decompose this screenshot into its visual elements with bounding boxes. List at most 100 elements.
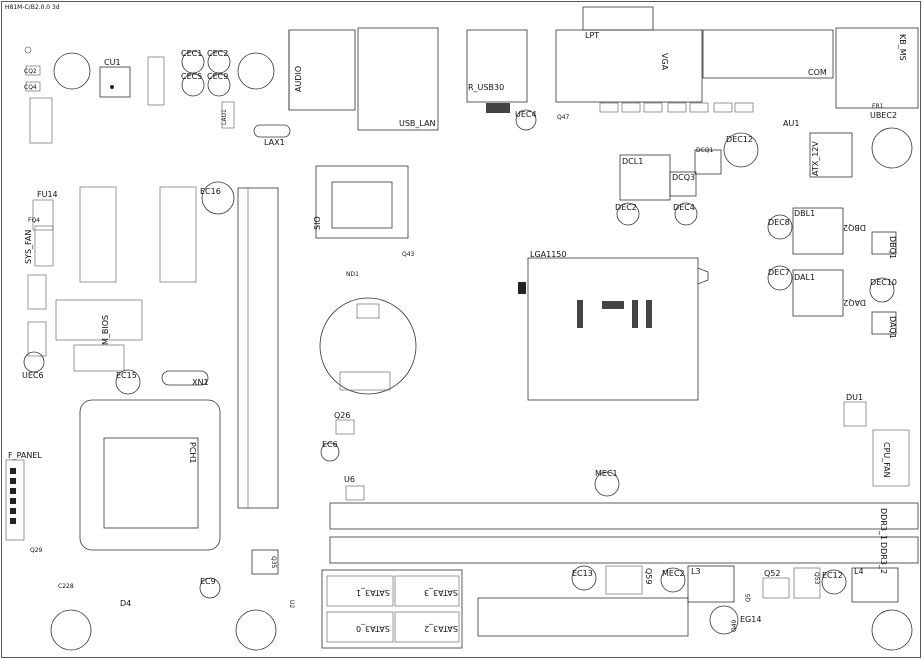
lpt-label: LPT	[585, 31, 599, 40]
sata3-0-label: SATA3_0	[356, 624, 390, 633]
sys-fan-header	[34, 225, 54, 267]
uec6-cap	[23, 351, 45, 373]
ec15-cap	[115, 369, 141, 395]
cu1-chip	[99, 66, 131, 98]
pch1-label: PCH1	[188, 442, 197, 464]
dec12-cap	[723, 132, 759, 168]
lax1-crystal	[253, 124, 291, 138]
dcl1-label: DCL1	[622, 157, 643, 166]
dcq1-mosfet	[694, 149, 722, 175]
battery-clip-top	[356, 303, 380, 319]
dec8-label: DEC8	[768, 218, 790, 227]
sio-chip	[315, 165, 409, 239]
d4-label: D4	[120, 599, 131, 608]
mount-hole-top-left	[53, 52, 91, 90]
l3-label: L3	[691, 567, 701, 576]
sio-label: SIO	[313, 216, 322, 230]
cec1-cap	[181, 50, 205, 74]
cu1-pin1	[110, 85, 114, 89]
ec13-cap	[571, 565, 597, 591]
atx-12v-connector	[809, 132, 853, 178]
cpu-fan-label: CPU_FAN	[882, 442, 891, 478]
lau1-label: LAU1	[221, 109, 228, 125]
pch1-chip	[103, 437, 199, 529]
board-id-text: H81M-C/B2.0.0 3d	[5, 4, 60, 11]
ec12-label: EC12	[822, 571, 843, 580]
mount-hole-bottom-mid	[235, 609, 277, 651]
lpt-header	[582, 6, 654, 31]
u2-label: U2	[288, 600, 295, 608]
dec7-cap	[767, 265, 793, 291]
cec9-cap	[207, 73, 231, 97]
pch-area	[79, 399, 221, 551]
pcie-slot-long	[237, 187, 279, 509]
ec6-label: EC6	[322, 440, 338, 449]
dbl1-inductor	[792, 207, 844, 255]
dbq1-mosfet	[871, 231, 897, 255]
m-bios-label: M_BIOS	[101, 315, 110, 345]
fr1-label: FR1	[872, 103, 884, 110]
ddr3-2-label: DDR3_2	[879, 542, 888, 574]
u6-chip	[345, 485, 365, 501]
du1-label: DU1	[846, 393, 863, 402]
sata3-3-port	[394, 575, 460, 607]
com-label: COM	[808, 68, 827, 77]
socket-center-pads	[518, 282, 652, 328]
sio-core	[331, 181, 393, 229]
jb1-chip	[73, 344, 125, 372]
ec9-label: EC9	[200, 577, 216, 586]
mount-hole-bottom-left	[50, 609, 92, 651]
dec2-cap	[616, 202, 640, 226]
battery-holder	[319, 297, 417, 395]
cec5-cap	[181, 73, 205, 97]
dcq3-label: DCQ3	[672, 173, 695, 182]
dbq2-label: DBQ2	[843, 223, 866, 232]
mount-hole-top-mid	[237, 52, 275, 90]
r-usb30-connector	[466, 29, 528, 103]
l4-label: L4	[854, 567, 864, 576]
mec1-label: MEC1	[595, 469, 618, 478]
cec1-label: CEC1	[181, 49, 202, 58]
daq2-label: DAQ2	[843, 298, 866, 307]
q43-label: Q43	[402, 251, 415, 258]
dcq1-label: DCQ1	[696, 147, 714, 154]
left-chip-a	[27, 274, 47, 310]
cq4-part	[25, 81, 41, 92]
q26-label: Q26	[334, 411, 350, 420]
q49-label: Q49	[731, 619, 738, 632]
q35-chip	[251, 549, 279, 575]
lga1150-notch	[697, 267, 709, 285]
sata3-2-label: SATA3_2	[424, 624, 458, 633]
sata-block	[321, 569, 463, 649]
nd1-label: ND1	[346, 271, 359, 278]
audio-label: AUDIO	[294, 66, 303, 92]
ddr3-1-label: DDR3_1	[879, 508, 888, 540]
left-chip-b	[27, 321, 47, 357]
q53-label: Q53	[813, 572, 820, 585]
cec2-label: CEC2	[207, 49, 228, 58]
usb-lan-connector	[357, 27, 439, 131]
fu14-header	[32, 199, 54, 231]
atx-power-connector	[477, 597, 689, 637]
dbq1-label: DBQ1	[888, 236, 897, 259]
c228-label: C228	[58, 583, 74, 590]
q52-mosfet	[762, 577, 790, 599]
lga1150-socket	[527, 257, 699, 401]
kb-ms-connector	[835, 27, 919, 109]
au1-label: AU1	[783, 119, 799, 128]
q52-label: Q52	[764, 569, 780, 578]
xn1-label: XN1	[192, 378, 209, 387]
mec1-cap	[594, 471, 620, 497]
dec4-cap	[674, 202, 698, 226]
ubec2-label: UBEC2	[870, 111, 897, 120]
cq2-label: CQ2	[24, 68, 37, 75]
u6-label: U6	[344, 475, 355, 484]
daq1-mosfet	[871, 311, 897, 335]
usb-lan-label: USB_LAN	[399, 119, 436, 128]
ec16-cap	[201, 181, 235, 215]
sata3-2-port	[394, 611, 460, 643]
slot-a	[79, 186, 117, 283]
ec15-label: EC15	[116, 371, 137, 380]
ec13-label: EC13	[572, 569, 593, 578]
q47-label: Q47	[557, 114, 570, 121]
